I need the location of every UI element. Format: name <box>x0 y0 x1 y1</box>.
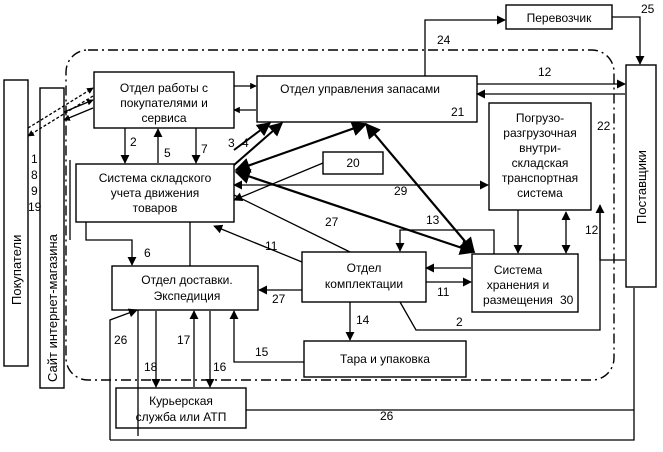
warehouse-accounting-line-3: товаров <box>133 201 178 215</box>
picking-line-2: комплектации <box>325 277 403 291</box>
loading-system-line-6: система <box>517 186 563 200</box>
connector-numbers: 25 24 12 22 1 8 9 19 2 5 7 3 4 29 6 27 1… <box>28 2 655 423</box>
buyers-box: Покупатели <box>3 79 29 367</box>
number-7: 7 <box>201 142 208 156</box>
delivery-box: Отдел доставки. Экспедиция <box>111 265 259 311</box>
storage-line-2: хранения и <box>487 278 550 292</box>
connectors <box>27 15 645 441</box>
delivery-line-1: Отдел доставки. <box>141 273 232 287</box>
number-24: 24 <box>437 33 451 47</box>
suppliers-label: Поставщики <box>634 150 649 224</box>
warehouse-accounting-line-2: учета движения <box>111 186 200 200</box>
number-27-upper: 27 <box>325 215 339 229</box>
box-20: 20 <box>322 151 384 175</box>
customer-service-line-2: покупателями и <box>120 96 208 110</box>
courier-line-1: Курьерская <box>149 394 213 408</box>
loading-system-line-1: Погрузо- <box>516 111 564 125</box>
storage-line-3: размещения <box>483 293 553 307</box>
number-18: 18 <box>144 360 158 374</box>
delivery-line-2: Экспедиция <box>154 289 221 303</box>
customer-service-line-3: сервиса <box>141 111 186 125</box>
loading-system-line-5: транспортная <box>502 171 578 185</box>
number-12-right: 12 <box>585 223 599 237</box>
warehouse-accounting-box: Система складского учета движения товаро… <box>75 163 235 223</box>
courier-box: Курьерская служба или АТП <box>115 387 247 429</box>
inventory-management-label: Отдел управления запасами <box>280 82 440 96</box>
loading-system-line-3: внутри- <box>519 141 561 155</box>
buyers-label: Покупатели <box>9 235 24 305</box>
packaging-label: Тара и упаковка <box>340 352 430 366</box>
number-27-lower: 27 <box>272 292 286 306</box>
buyers-number-9: 9 <box>31 184 38 198</box>
website-label: Сайт интернет-магазина <box>45 233 60 382</box>
number-15: 15 <box>255 345 269 359</box>
number-2-left: 2 <box>130 135 137 149</box>
number-13: 13 <box>426 213 440 227</box>
number-30: 30 <box>560 293 574 307</box>
number-14: 14 <box>356 313 370 327</box>
warehouse-accounting-line-1: Система складского <box>99 171 212 185</box>
number-11-upper: 11 <box>265 239 278 253</box>
courier-line-2: служба или АТП <box>136 410 227 424</box>
number-3: 3 <box>228 136 235 150</box>
number-29: 29 <box>394 184 408 198</box>
number-11-lower: 11 <box>437 285 450 299</box>
buyers-number-19: 19 <box>28 200 42 214</box>
number-5: 5 <box>164 146 171 160</box>
number-12-top: 12 <box>538 65 552 79</box>
customer-service-box: Отдел работы с покупателями и сервиса <box>93 71 235 129</box>
carrier-box: Перевозчик <box>505 4 613 30</box>
picking-box: Отдел комплектации <box>301 251 427 303</box>
number-26-bottom: 26 <box>380 409 394 423</box>
website-box: Сайт интернет-магазина <box>39 87 65 389</box>
storage-line-1: Система <box>494 263 543 277</box>
buyers-number-1: 1 <box>31 152 38 166</box>
loading-system-line-2: разгрузочная <box>503 126 576 140</box>
number-26-left: 26 <box>114 333 128 347</box>
buyers-number-8: 8 <box>31 168 38 182</box>
carrier-label: Перевозчик <box>527 11 592 25</box>
packaging-box: Тара и упаковка <box>303 340 467 378</box>
loading-system-box: Погрузо- разгрузочная внутри- складская … <box>488 102 592 211</box>
loading-system-line-4: складская <box>512 156 569 170</box>
number-22: 22 <box>597 119 611 133</box>
picking-line-1: Отдел <box>347 261 382 275</box>
box-20-label: 20 <box>346 156 360 170</box>
number-17: 17 <box>177 333 191 347</box>
warehouse-boundary <box>65 49 615 381</box>
number-25: 25 <box>641 2 655 16</box>
number-4: 4 <box>242 136 249 150</box>
number-2-right: 2 <box>456 315 463 329</box>
inventory-management-box: Отдел управления запасами 21 <box>256 75 478 123</box>
customer-service-line-1: Отдел работы с <box>120 81 208 95</box>
number-16: 16 <box>213 360 227 374</box>
suppliers-box: Поставщики <box>625 64 657 288</box>
storage-box: Система хранения и размещения 30 <box>471 253 579 313</box>
number-21: 21 <box>451 105 465 119</box>
number-6: 6 <box>144 246 151 260</box>
